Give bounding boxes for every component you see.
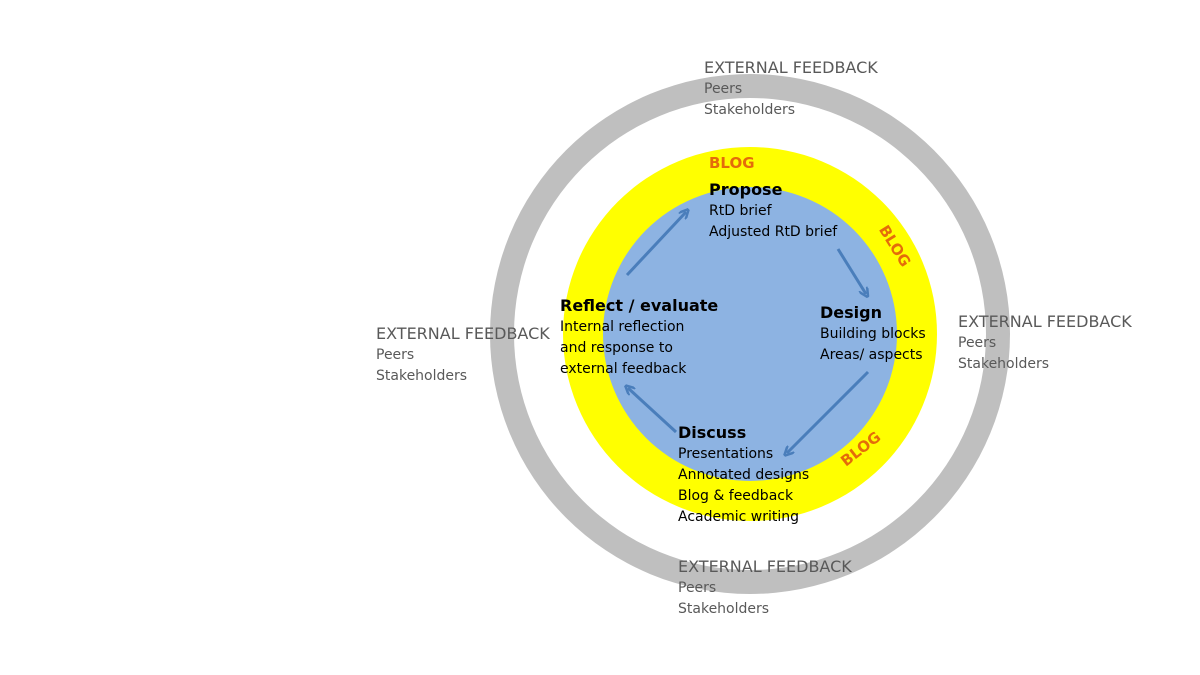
external-feedback-title: EXTERNAL FEEDBACK [376, 324, 550, 343]
external-feedback-item: Peers [678, 580, 717, 596]
external-feedback-item: Stakeholders [704, 102, 796, 118]
external-feedback-item: Stakeholders [376, 368, 468, 384]
external-feedback-item: Peers [376, 347, 415, 363]
arrow-discuss-to-reflect [628, 388, 678, 434]
step-item: Presentations [678, 446, 774, 462]
step-item: Annotated designs [678, 467, 810, 483]
step-item: RtD brief [709, 203, 772, 219]
external-feedback-title: EXTERNAL FEEDBACK [704, 58, 878, 77]
step-discuss: Discuss Presentations Annotated designs … [678, 422, 809, 528]
external-feedback-item: Stakeholders [678, 601, 770, 617]
step-item: Blog & feedback [678, 488, 794, 504]
external-feedback-title: EXTERNAL FEEDBACK [958, 312, 1132, 331]
step-title: Discuss [678, 423, 747, 442]
external-feedback-top: EXTERNAL FEEDBACK Peers Stakeholders [704, 57, 878, 121]
external-feedback-bottom: EXTERNAL FEEDBACK Peers Stakeholders [678, 556, 852, 620]
arrow-propose-to-design [836, 248, 866, 294]
external-feedback-right: EXTERNAL FEEDBACK Peers Stakeholders [958, 311, 1132, 375]
external-feedback-item: Peers [958, 335, 997, 351]
step-design: Design Building blocks Areas/ aspects [820, 302, 926, 366]
inner-cycle-circle [603, 187, 897, 481]
step-item: Areas/ aspects [820, 347, 923, 363]
external-feedback-title: EXTERNAL FEEDBACK [678, 557, 852, 576]
step-title: Design [820, 303, 882, 322]
external-feedback-item: Peers [704, 81, 743, 97]
step-item: external feedback [560, 361, 687, 377]
step-item: Internal reflection [560, 319, 685, 335]
blog-label-top: BLOG [709, 154, 755, 172]
step-item: Adjusted RtD brief [709, 224, 838, 240]
external-feedback-left: EXTERNAL FEEDBACK Peers Stakeholders [376, 323, 550, 387]
step-reflect: Reflect / evaluate Internal reflection a… [560, 295, 718, 380]
arrow-design-to-discuss [787, 370, 870, 453]
step-propose: Propose RtD brief Adjusted RtD brief [709, 179, 837, 243]
step-item: and response to [560, 340, 673, 356]
step-item: Building blocks [820, 326, 926, 342]
external-feedback-item: Stakeholders [958, 356, 1050, 372]
step-title: Propose [709, 180, 783, 199]
step-item: Academic writing [678, 509, 800, 525]
step-title: Reflect / evaluate [560, 296, 719, 315]
arrow-reflect-to-propose [625, 212, 686, 277]
